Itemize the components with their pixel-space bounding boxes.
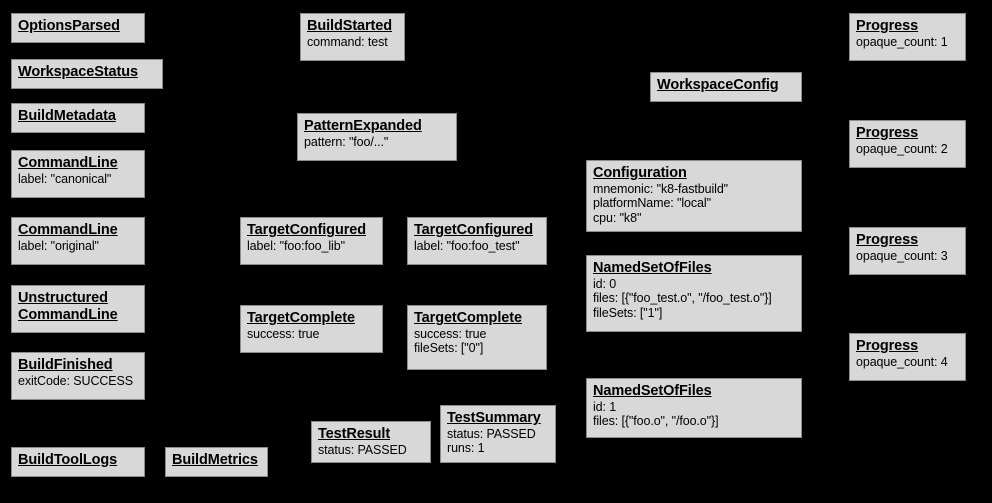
event-node-field: opaque_count: 2 — [856, 141, 948, 156]
event-node-title: BuildToolLogs — [18, 452, 118, 468]
event-node-field: cpu: "k8" — [593, 210, 642, 225]
event-node-field: runs: 1 — [447, 441, 485, 456]
event-node-field: opaque_count: 4 — [856, 354, 948, 369]
event-node-field: mnemonic: "k8-fastbuild" — [593, 181, 729, 196]
event-node-field: success: true — [414, 326, 487, 341]
event-node-title: Progress — [856, 18, 919, 34]
event-node-field: platformName: "local" — [593, 196, 711, 211]
event-node-workspace-status[interactable]: WorkspaceStatus — [11, 59, 163, 89]
event-node-title-line: CommandLine — [18, 306, 118, 323]
event-node-title: Progress — [856, 338, 919, 354]
event-node-field: label: "original" — [18, 238, 99, 253]
event-node-workspace-config[interactable]: WorkspaceConfig — [650, 72, 802, 102]
event-node-field: label: "foo:foo_test" — [414, 238, 520, 253]
event-node-field: exitCode: SUCCESS — [18, 373, 134, 388]
event-node-field: command: test — [307, 34, 388, 49]
event-node-build-tool-logs[interactable]: BuildToolLogs — [11, 447, 145, 477]
event-node-field: fileSets: ["1"] — [593, 305, 663, 320]
event-node-field: success: true — [247, 326, 320, 341]
event-node-field: opaque_count: 3 — [856, 248, 948, 263]
event-node-title: TargetComplete — [247, 310, 355, 326]
event-node-field: status: PASSED — [318, 442, 407, 457]
event-node-title: BuildStarted — [307, 18, 393, 34]
event-node-title: CommandLine — [18, 155, 118, 171]
event-node-title: TargetConfigured — [247, 222, 366, 238]
event-node-field: opaque_count: 1 — [856, 34, 948, 49]
event-node-build-metadata[interactable]: BuildMetadata — [11, 103, 145, 133]
event-node-field: label: "foo:foo_lib" — [247, 238, 345, 253]
event-node-title: NamedSetOfFiles — [593, 383, 712, 399]
event-node-title: TestResult — [318, 426, 391, 442]
event-node-title: PatternExpanded — [304, 118, 422, 134]
event-node-field: label: "canonical" — [18, 171, 112, 186]
event-node-field: files: [{"foo_test.o", "/foo_test.o"}] — [593, 291, 772, 306]
event-node-title: TargetConfigured — [414, 222, 533, 238]
event-node-field: id: 1 — [593, 399, 617, 414]
event-node-options-parsed[interactable]: OptionsParsed — [11, 13, 145, 43]
event-node-title: BuildMetadata — [18, 108, 116, 124]
event-node-title: Configuration — [593, 165, 687, 181]
event-node-field: files: [{"foo.o", "/foo.o"}] — [593, 414, 719, 429]
event-node-title: CommandLine — [18, 222, 118, 238]
event-node-field: fileSets: ["0"] — [414, 341, 484, 356]
event-node-field: id: 0 — [593, 276, 617, 291]
event-node-field: status: PASSED — [447, 426, 536, 441]
event-node-title: TestSummary — [447, 410, 541, 426]
event-node-title: OptionsParsed — [18, 18, 120, 34]
event-node-title: BuildMetrics — [172, 452, 258, 468]
event-node-title: Progress — [856, 232, 919, 248]
event-node-title: BuildFinished — [18, 357, 113, 373]
event-node-build-metrics[interactable]: BuildMetrics — [165, 447, 268, 477]
event-node-title-line: Unstructured — [18, 290, 108, 306]
event-node-title: WorkspaceConfig — [657, 77, 779, 93]
event-node-title: Progress — [856, 125, 919, 141]
event-node-title: TargetComplete — [414, 310, 522, 326]
event-node-field: pattern: "foo/..." — [304, 134, 389, 149]
event-node-title: WorkspaceStatus — [18, 64, 138, 80]
event-node-title: NamedSetOfFiles — [593, 260, 712, 276]
